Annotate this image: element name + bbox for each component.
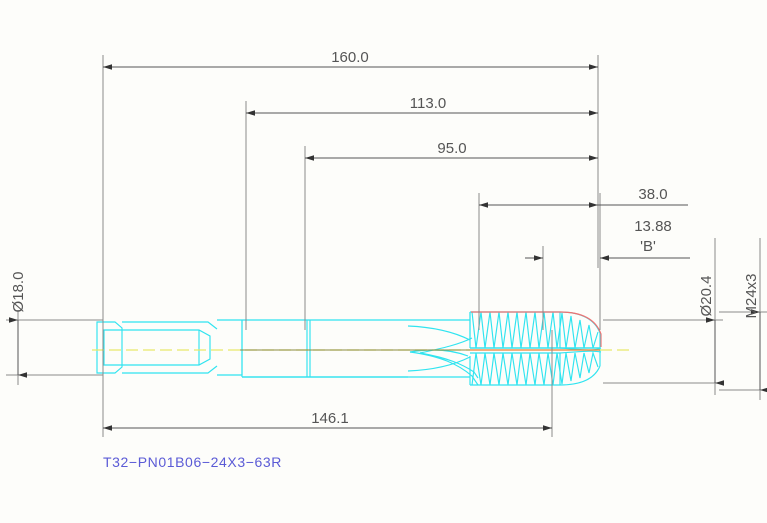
flute-top-curve [407,325,471,341]
dim-label-d204: Ø20.4 [698,276,715,317]
dim-label-160: 160.0 [331,49,369,66]
part-number-label: T32−PN01B06−24X3−63R [103,454,282,470]
flute-relief-upper [419,337,473,354]
thread-crest-highlight [471,311,602,347]
thread-profile-lower [471,350,599,386]
dim-label-m24x3: M24x3 [743,273,760,318]
square-drive-top-chamfer [122,321,218,330]
dim-label-113: 113.0 [410,95,446,112]
dim-label-38: 38.0 [638,186,667,203]
dim-label-95: 95.0 [437,140,466,157]
dim-label-datum-b: 'B' [640,238,656,255]
extension-lines [6,55,767,437]
thread-taper-bottom [559,365,601,386]
flute-bottom-curve [407,356,471,372]
dim-label-1388: 13.88 [634,218,672,235]
square-drive-bottom-chamfer [122,365,218,374]
dim-label-146: 146.1 [311,410,349,427]
thread-highlight-layer [471,311,602,347]
lower-flute-curve-a [409,351,479,386]
end-cone-lower [559,350,602,354]
square-drive-outline [96,321,123,374]
dim-label-d18: Ø18.0 [10,272,27,313]
dimension-lines [9,64,767,431]
